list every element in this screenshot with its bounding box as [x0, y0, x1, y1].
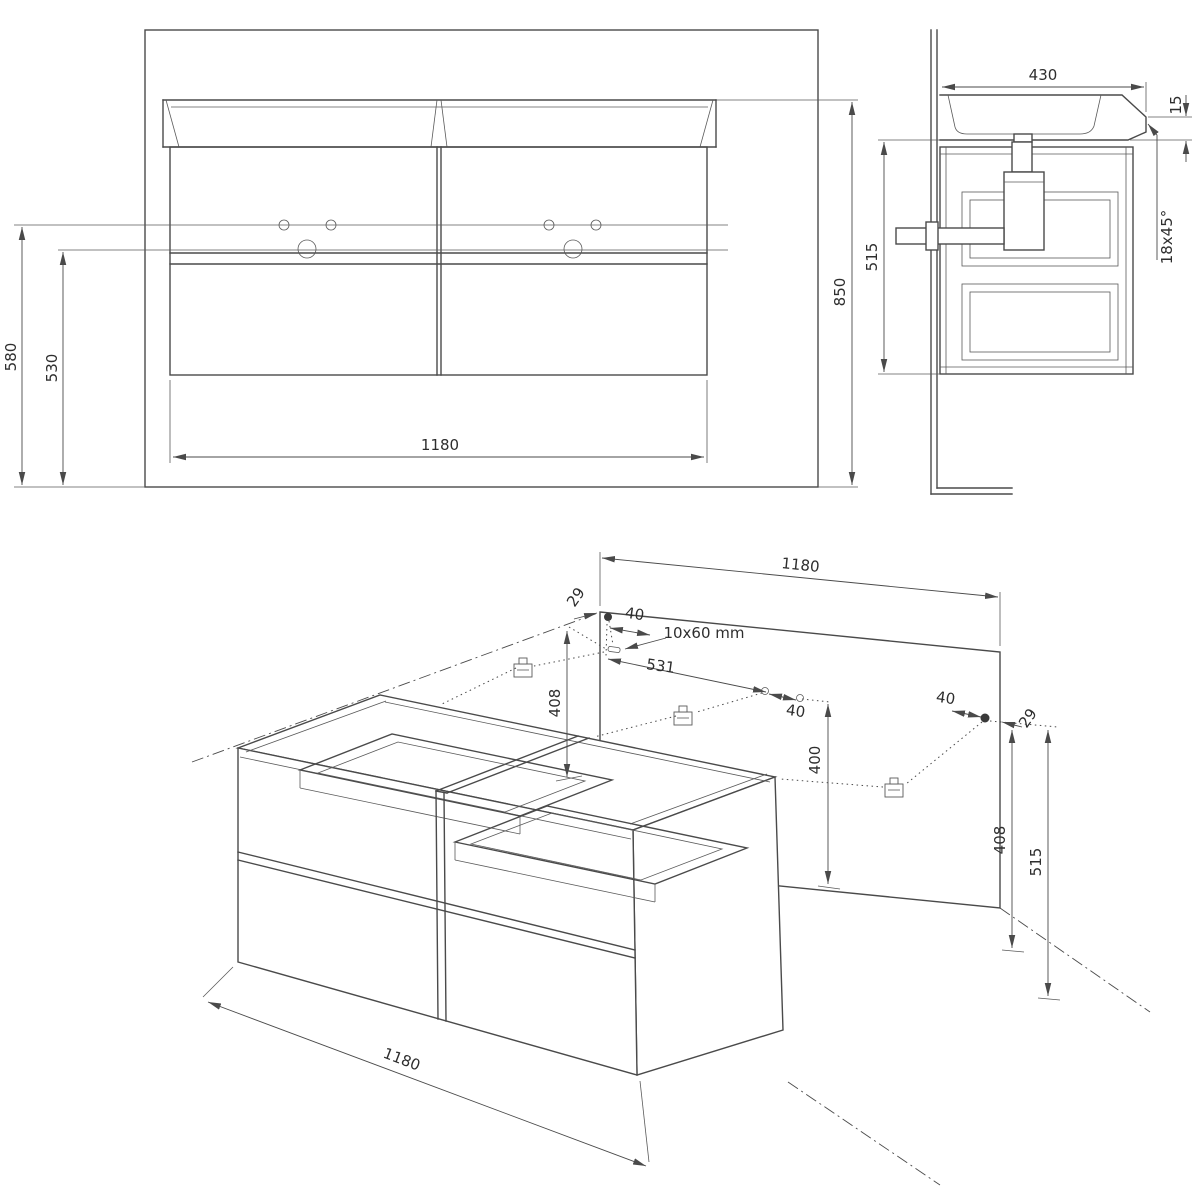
dim-side-430: 430 [1029, 66, 1058, 84]
front-dimensions: 580 530 850 1180 [2, 102, 856, 485]
dim-front-530: 530 [43, 354, 61, 383]
dim-iso-29-right: 29 [1015, 705, 1041, 731]
dim-iso-40-right: 40 [935, 688, 956, 708]
front-cabinet-body [169, 146, 708, 376]
dim-iso-29-left: 29 [563, 584, 589, 610]
side-washbasin-profile [939, 94, 1147, 141]
dim-side-15: 15 [1167, 95, 1185, 114]
mounting-bracket-middle [673, 705, 693, 726]
side-dimensions: 430 15 515 18x45° [863, 66, 1192, 375]
dim-front-580: 580 [2, 343, 20, 372]
dim-iso-1180-bottom: 1180 [381, 1044, 423, 1074]
dim-iso-40-left: 40 [624, 604, 645, 624]
iso-cabinet [235, 694, 784, 1076]
side-cabinet-body [939, 146, 1134, 375]
front-washbasin-top [162, 99, 858, 148]
iso-view: 1180 29 40 10x60 mm 531 40 400 40 [191, 552, 1151, 1186]
dim-front-1180: 1180 [421, 436, 459, 454]
dim-iso-40-mid: 40 [785, 701, 806, 721]
dim-iso-408-left: 408 [546, 689, 564, 718]
dim-iso-408-right: 408 [991, 826, 1009, 855]
side-wall-floor [930, 29, 1013, 495]
slot-note: 10x60 mm [663, 624, 744, 642]
dim-iso-1180-top: 1180 [781, 554, 821, 576]
side-view: 430 15 515 18x45° [863, 29, 1192, 495]
mounting-bracket-left [513, 657, 533, 678]
chamfer-note: 18x45° [1158, 210, 1176, 265]
dim-iso-400: 400 [806, 746, 824, 775]
dim-iso-515: 515 [1027, 848, 1045, 877]
dim-iso-531: 531 [645, 655, 676, 677]
mounting-bracket-right [884, 777, 904, 798]
dim-front-850: 850 [831, 278, 849, 307]
side-siphon-trap [895, 133, 1045, 251]
front-handle-holes [14, 219, 728, 259]
dim-side-515: 515 [863, 243, 881, 272]
iso-centerlines [191, 612, 1151, 1186]
front-view: 580 530 850 1180 [2, 29, 858, 488]
front-wall-outline [14, 29, 858, 488]
